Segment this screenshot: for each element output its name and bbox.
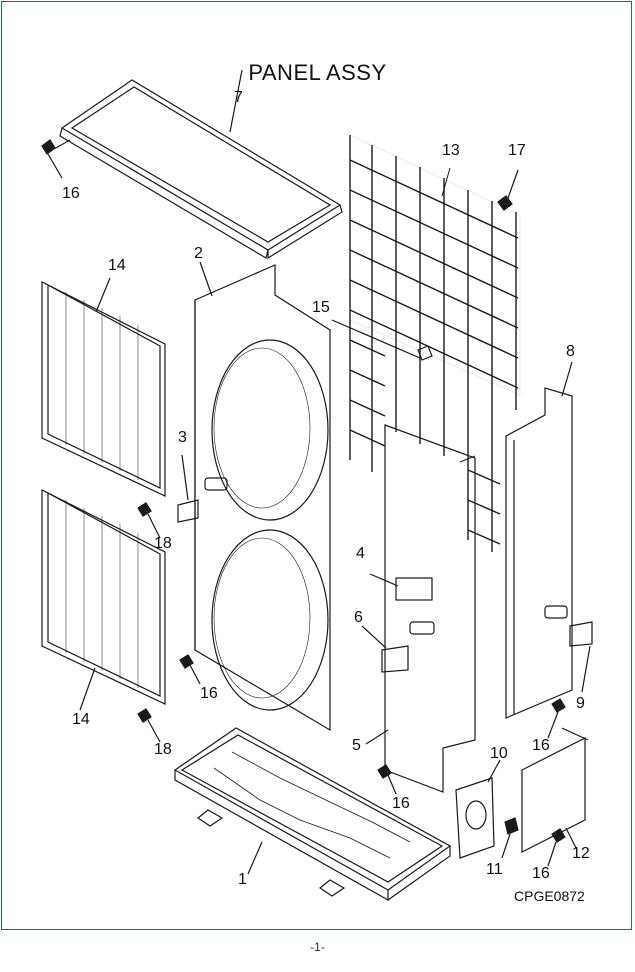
handle-left [177,454,199,523]
callout-16: 16 [62,185,80,202]
screw-icon [137,708,161,743]
corner-cover [521,727,589,853]
callout-15: 15 [312,299,330,316]
callout-7: 7 [234,89,243,106]
exploded-parts-drawing [41,69,593,902]
callout-8: 8 [566,343,575,360]
screw-icon [179,654,201,685]
callout-6: 6 [354,609,363,626]
callout-10: 10 [490,745,508,762]
callout-9: 9 [576,695,585,712]
callout-3: 3 [178,429,187,446]
page-number: -1- [310,940,325,954]
screw-icon [547,698,566,739]
base-pan [173,727,452,902]
drawing-code: CPGE0872 [514,888,585,904]
clip-part [331,319,433,361]
screw-icon [377,764,397,795]
callout-16: 16 [532,737,550,754]
valve-cover [455,759,501,859]
grille-lower [41,489,166,711]
diagram-title: PANEL ASSY [248,60,387,85]
screw-icon [137,502,161,539]
grille-upper [41,277,166,497]
top-panel [59,69,343,260]
callout-14: 14 [108,257,126,274]
wire-guard [349,134,521,552]
callout-4: 4 [356,545,365,562]
callout-16: 16 [200,685,218,702]
page-border [1,1,632,930]
callout-14: 14 [72,711,90,728]
callout-12: 12 [572,845,590,862]
callout-16: 16 [532,865,550,882]
screw-icon [41,139,71,179]
callout-11: 11 [486,861,503,878]
callout-18: 18 [154,741,172,758]
callout-18: 18 [154,535,172,552]
screw-icon [497,169,519,211]
handle-right [569,621,593,693]
callout-1: 1 [238,871,247,888]
callout-17: 17 [508,142,526,159]
callout-5: 5 [352,737,361,754]
handle-middle [361,625,409,673]
callout-13: 13 [442,142,460,159]
right-side-panel [505,361,573,719]
nut-part [501,817,519,859]
front-panel [194,261,331,732]
callout-16: 16 [392,795,410,812]
side-panel [365,424,476,793]
callout-2: 2 [194,245,203,262]
